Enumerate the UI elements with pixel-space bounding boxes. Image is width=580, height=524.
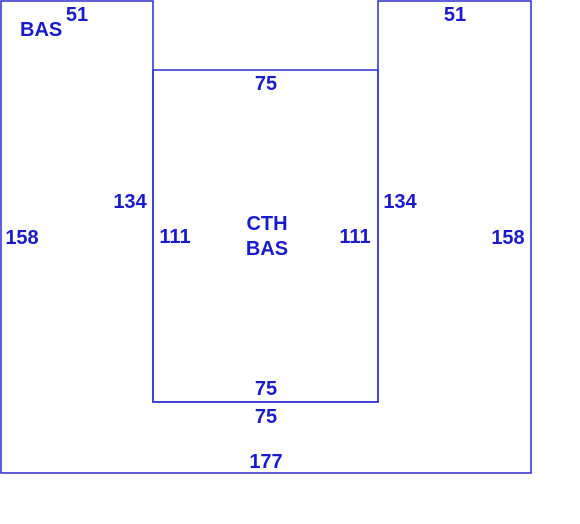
dim-inner-top: 75 <box>255 73 277 95</box>
dim-notch-right: 134 <box>383 191 417 213</box>
inner-area-label-line2: BAS <box>246 238 288 260</box>
inner-area-outline <box>152 69 379 403</box>
dim-outer-bottom: 177 <box>249 451 282 473</box>
inner-area-label-line1: CTH <box>246 213 287 235</box>
dim-outer-left: 158 <box>5 227 38 249</box>
dim-outer-right: 158 <box>491 227 524 249</box>
dim-inner-right: 111 <box>339 226 370 248</box>
dim-outer-top-left: 51 <box>66 4 88 26</box>
dim-inner-bottom: 75 <box>255 378 277 400</box>
dim-notch-left: 134 <box>113 191 147 213</box>
dim-outer-top-right: 51 <box>444 4 466 26</box>
dim-notch-bottom: 75 <box>255 406 277 428</box>
dim-inner-left: 111 <box>159 226 190 248</box>
outer-area-label: BAS <box>20 19 62 41</box>
